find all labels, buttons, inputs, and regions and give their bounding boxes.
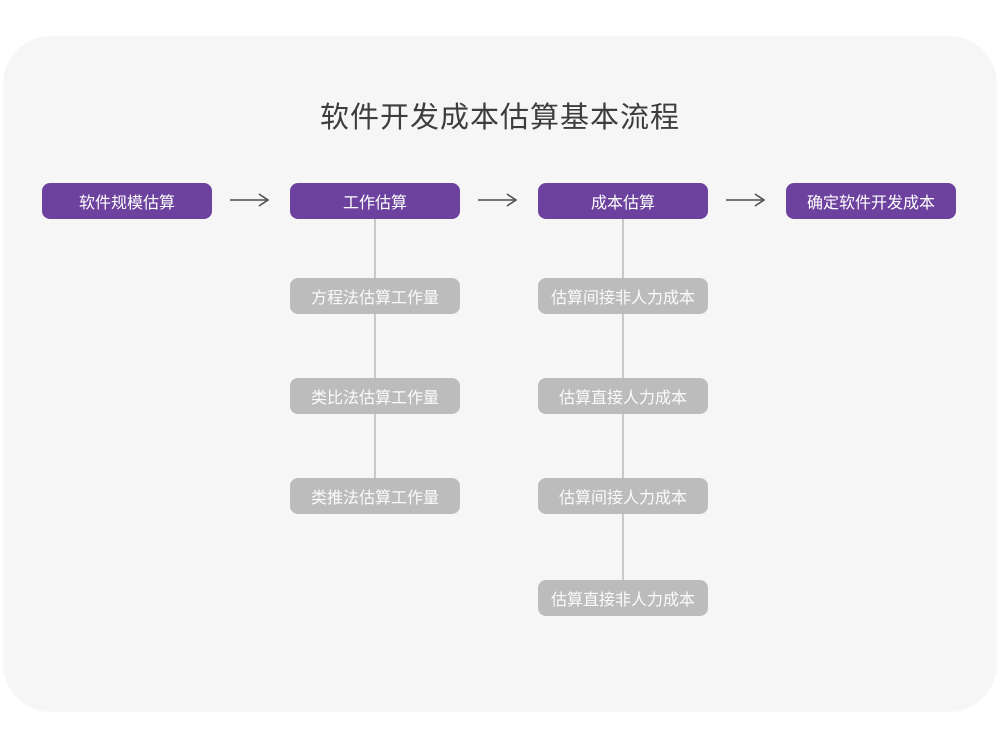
flow-node-label: 成本估算 xyxy=(590,195,655,212)
sub-node-label: 估算直接人力成本 xyxy=(558,390,687,407)
flow-node-label: 工作估算 xyxy=(342,195,407,212)
right-arrow-icon xyxy=(726,193,766,207)
sub-node-indirect-nonlabor-cost: 估算间接非人力成本 xyxy=(538,278,708,314)
sub-node-equation-method: 方程法估算工作量 xyxy=(290,278,460,314)
sub-node-label: 类比法估算工作量 xyxy=(310,390,439,407)
connector-line-work-estimation xyxy=(374,219,376,497)
flow-node-label: 确定软件开发成本 xyxy=(806,195,935,212)
flow-node-software-scale-estimation: 软件规模估算 xyxy=(42,183,212,219)
sub-node-label: 估算直接非人力成本 xyxy=(550,592,695,609)
diagram-title: 软件开发成本估算基本流程 xyxy=(319,102,680,134)
sub-node-direct-labor-cost: 估算直接人力成本 xyxy=(538,378,708,414)
flow-node-work-estimation: 工作估算 xyxy=(290,183,460,219)
sub-node-indirect-labor-cost: 估算间接人力成本 xyxy=(538,478,708,514)
sub-node-extrapolation-method: 类推法估算工作量 xyxy=(290,478,460,514)
right-arrow-icon xyxy=(230,193,270,207)
sub-node-label: 方程法估算工作量 xyxy=(310,290,439,307)
sub-node-label: 估算间接非人力成本 xyxy=(550,290,695,307)
flow-node-label: 软件规模估算 xyxy=(78,195,175,212)
flow-node-determine-software-dev-cost: 确定软件开发成本 xyxy=(786,183,956,219)
sub-node-label: 估算间接人力成本 xyxy=(558,490,687,507)
sub-node-direct-nonlabor-cost: 估算直接非人力成本 xyxy=(538,580,708,616)
right-arrow-icon xyxy=(478,193,518,207)
sub-node-label: 类推法估算工作量 xyxy=(310,490,439,507)
sub-node-analogy-method: 类比法估算工作量 xyxy=(290,378,460,414)
flow-node-cost-estimation: 成本估算 xyxy=(538,183,708,219)
diagram-card-background xyxy=(3,36,997,712)
